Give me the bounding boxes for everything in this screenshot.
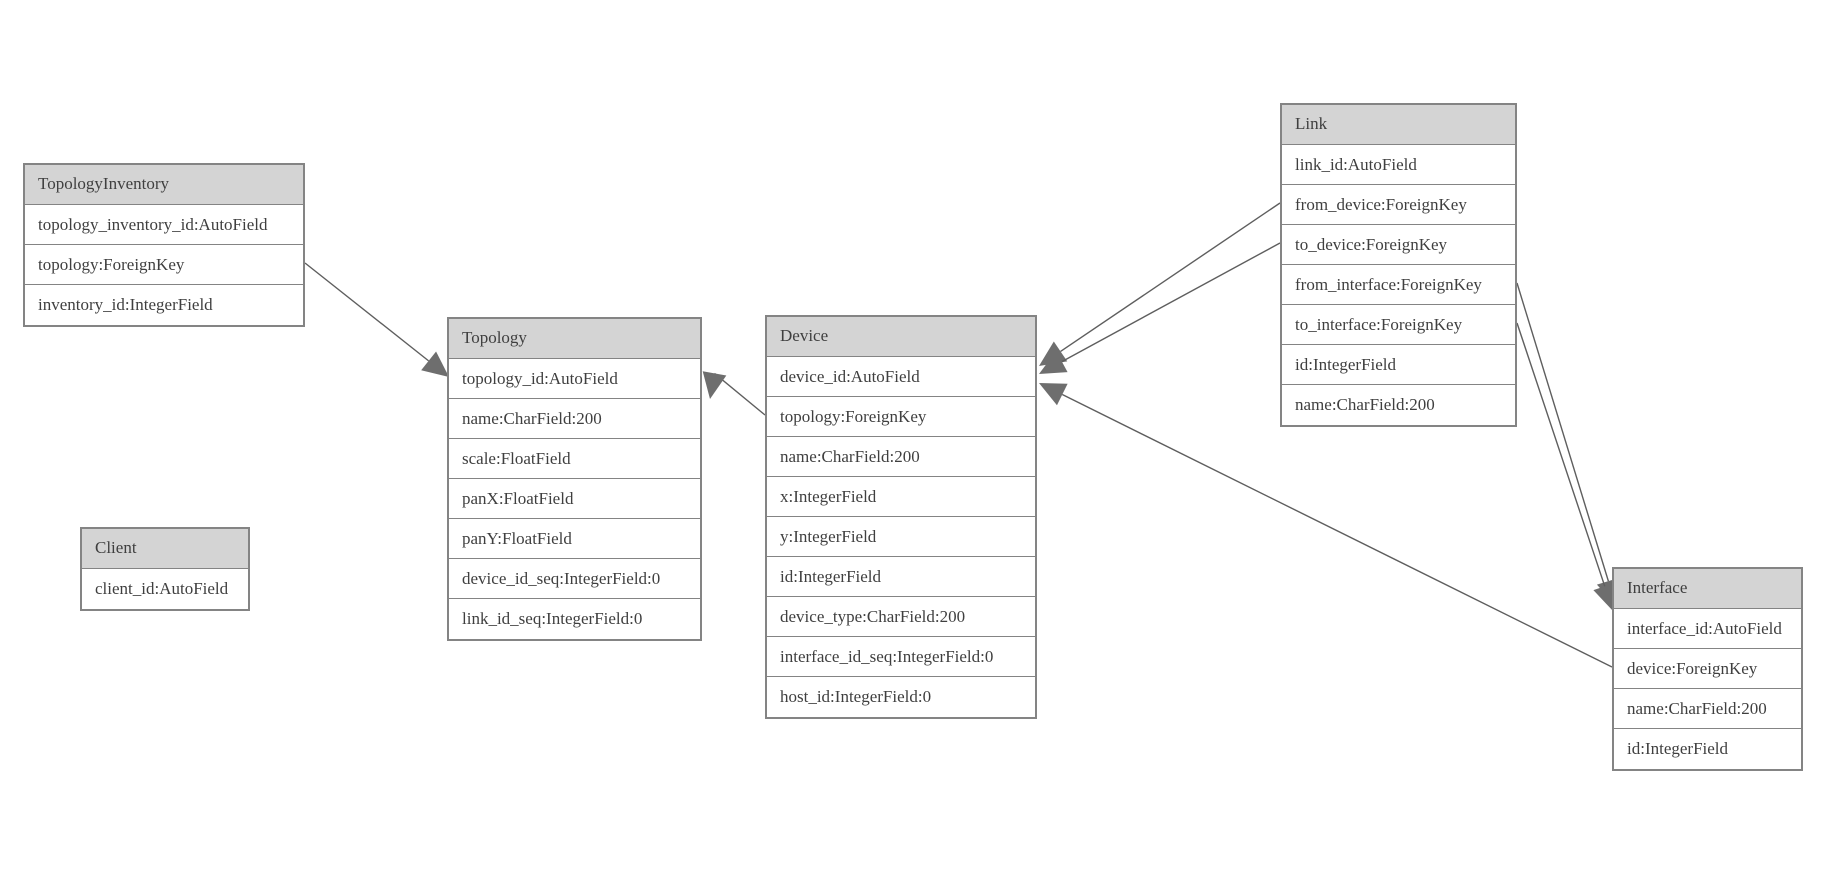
field-row: link_id:AutoField	[1282, 145, 1515, 185]
entity-title: Interface	[1614, 569, 1801, 609]
field-row: name:CharField:200	[767, 437, 1035, 477]
field-row: topology_inventory_id:AutoField	[25, 205, 303, 245]
field-row: interface_id:AutoField	[1614, 609, 1801, 649]
arrowhead-icon	[1039, 383, 1068, 406]
arrowhead-icon	[1039, 351, 1068, 374]
field-row: device_id:AutoField	[767, 357, 1035, 397]
field-row: interface_id_seq:IntegerField:0	[767, 637, 1035, 677]
field-row: id:IntegerField	[1627, 739, 1729, 758]
relationship-line	[1060, 202, 1281, 353]
field-row: to_interface:ForeignKey	[1282, 305, 1515, 345]
field-row: x:IntegerField	[767, 477, 1035, 517]
field-row: from_interface:ForeignKey	[1282, 265, 1515, 305]
field-row: panY:FloatField	[449, 519, 700, 559]
entity-title: Topology	[449, 319, 700, 359]
field-row: device_type:CharField:200	[767, 597, 1035, 637]
field-row: panX:FloatField	[449, 479, 700, 519]
field-row: topology:ForeignKey	[25, 245, 303, 285]
field-row: device:ForeignKey	[1614, 649, 1801, 689]
relationship-line	[1061, 242, 1281, 363]
field-row: client_id:AutoField	[95, 579, 229, 598]
field-row: name:CharField:200	[449, 399, 700, 439]
field-row: from_device:ForeignKey	[1282, 185, 1515, 225]
entity-client: Client client_id:AutoField	[80, 527, 250, 611]
relationship-line	[1516, 322, 1606, 587]
relationship-line	[1516, 282, 1610, 582]
field-row: topology:ForeignKey	[767, 397, 1035, 437]
field-row: link_id_seq:IntegerField:0	[462, 609, 643, 628]
field-row: name:CharField:200	[1614, 689, 1801, 729]
field-row: id:IntegerField	[1282, 345, 1515, 385]
field-row: id:IntegerField	[767, 557, 1035, 597]
field-row: name:CharField:200	[1295, 395, 1435, 414]
field-row: scale:FloatField	[449, 439, 700, 479]
arrowhead-icon	[1039, 341, 1068, 366]
field-row: y:IntegerField	[767, 517, 1035, 557]
entity-topologyinventory: TopologyInventory topology_inventory_id:…	[23, 163, 305, 327]
field-row: device_id_seq:IntegerField:0	[449, 559, 700, 599]
field-row: inventory_id:IntegerField	[38, 295, 213, 314]
entity-title: Link	[1282, 105, 1515, 145]
relationship-line	[304, 262, 430, 362]
entity-title: Device	[767, 317, 1035, 357]
field-row: to_device:ForeignKey	[1282, 225, 1515, 265]
field-row: host_id:IntegerField:0	[780, 687, 932, 706]
entity-title: TopologyInventory	[25, 165, 303, 205]
relationship-line	[1061, 393, 1613, 668]
relationship-line	[714, 372, 766, 416]
arrowhead-icon	[702, 371, 727, 399]
arrowhead-icon	[421, 351, 449, 377]
entity-title: Client	[82, 529, 248, 569]
field-row: topology_id:AutoField	[449, 359, 700, 399]
entity-field-list: client_id:AutoField	[82, 569, 248, 609]
